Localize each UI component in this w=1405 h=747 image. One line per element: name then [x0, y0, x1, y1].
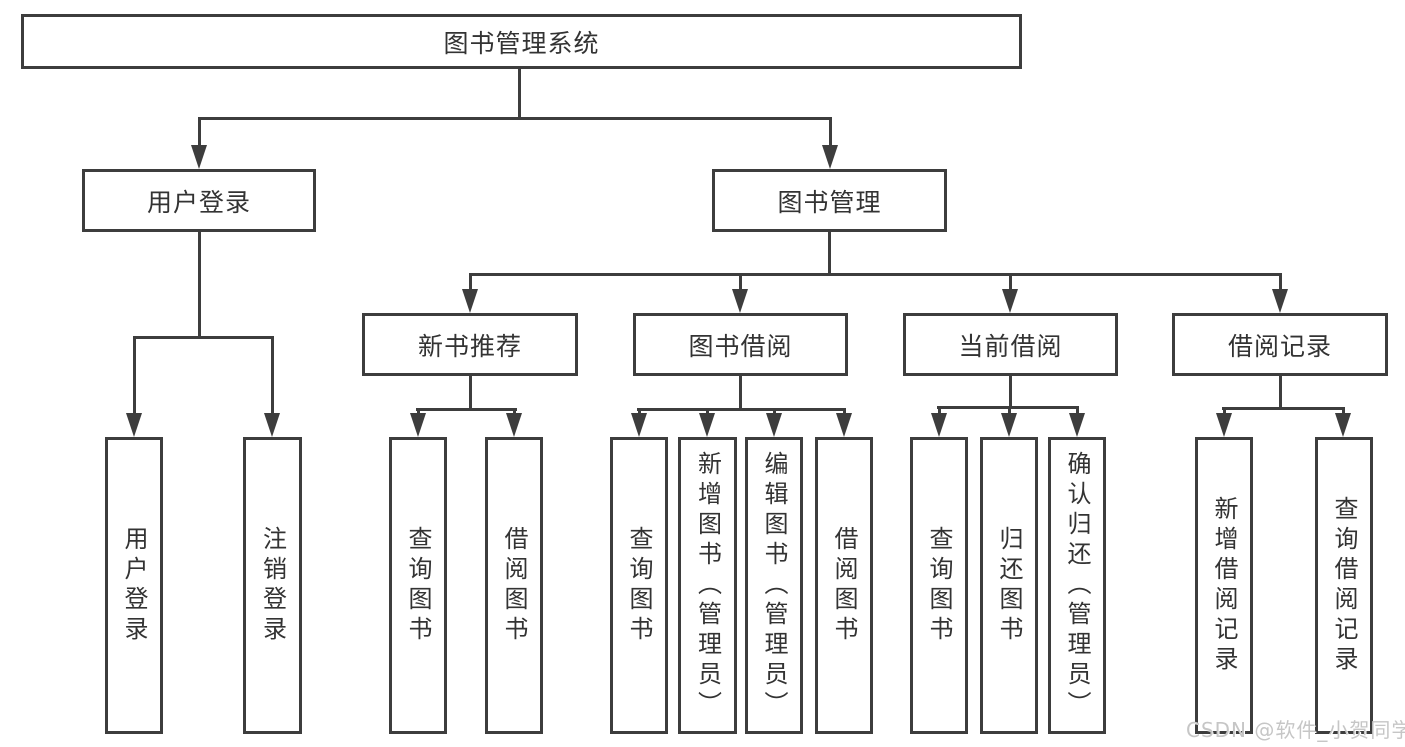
arrow-down-icon [631, 413, 647, 437]
node-book-borrowing: 图书借阅 [633, 313, 848, 376]
arrow-down-icon [126, 413, 142, 437]
connector-line [828, 232, 831, 273]
connector-line [518, 69, 521, 117]
leaf-label: 借阅图书 [830, 525, 858, 646]
connector-line [829, 117, 832, 145]
leaf-user-login: 用户登录 [105, 437, 163, 734]
leaf-query-borrow-record: 查询借阅记录 [1315, 437, 1373, 734]
connector-line [938, 406, 941, 413]
arrow-down-icon [836, 413, 852, 437]
connector-line [469, 273, 1282, 276]
node-borrowing-records: 借阅记录 [1172, 313, 1388, 376]
connector-line [198, 117, 201, 145]
connector-line [739, 273, 742, 289]
leaf-borrow-books-recommend: 借阅图书 [485, 437, 543, 734]
arrow-down-icon [1335, 413, 1351, 437]
arrow-down-icon [732, 289, 748, 313]
connector-line [773, 408, 776, 413]
leaf-query-books-recommend: 查询图书 [389, 437, 447, 734]
node-label: 用户登录 [146, 187, 251, 217]
connector-line [1222, 407, 1345, 410]
connector-line [133, 336, 274, 339]
leaf-add-borrow-record: 新增借阅记录 [1195, 437, 1253, 734]
node-new-book-recommend: 新书推荐 [362, 313, 578, 376]
arrow-down-icon [699, 413, 715, 437]
connector-line [706, 408, 709, 413]
leaf-label: 注销登录 [258, 525, 287, 646]
connector-line [1076, 406, 1079, 413]
connector-line [469, 376, 472, 408]
arrow-down-icon [506, 413, 522, 437]
arrow-down-icon [822, 145, 838, 169]
arrow-down-icon [1002, 289, 1018, 313]
leaf-query-books-current: 查询图书 [910, 437, 968, 734]
connector-line [1342, 407, 1345, 413]
leaf-label: 归还图书 [995, 525, 1023, 646]
node-label: 图书借阅 [688, 331, 793, 361]
csdn-watermark: CSDN @软件_小贺同学 [1186, 718, 1405, 742]
leaf-return-books: 归还图书 [980, 437, 1038, 734]
connector-line [271, 336, 274, 413]
arrow-down-icon [1272, 289, 1288, 313]
node-label: 图书管理 [777, 187, 882, 217]
connector-line [1009, 273, 1012, 289]
node-label: 图书管理系统 [443, 28, 600, 58]
connector-line [198, 117, 832, 120]
leaf-label: 查询借阅记录 [1330, 495, 1358, 676]
node-book-management-system: 图书管理系统 [21, 14, 1022, 69]
leaf-label: 借阅图书 [500, 525, 528, 646]
node-label: 新书推荐 [417, 331, 522, 361]
arrow-down-icon [1216, 413, 1232, 437]
leaf-logout: 注销登录 [243, 437, 302, 734]
arrow-down-icon [462, 289, 478, 313]
connector-line [739, 376, 742, 408]
leaf-label: 查询图书 [625, 525, 653, 646]
leaf-label: 编辑图书（管理员） [760, 450, 788, 721]
arrow-down-icon [191, 145, 207, 169]
leaf-label: 查询图书 [404, 525, 432, 646]
connector-line [1009, 376, 1012, 406]
connector-line [198, 232, 201, 336]
connector-line [843, 408, 846, 413]
leaf-confirm-return-admin: 确认归还（管理员） [1048, 437, 1106, 734]
node-label: 借阅记录 [1227, 331, 1332, 361]
leaf-query-books-borrowing: 查询图书 [610, 437, 668, 734]
leaf-borrow-books: 借阅图书 [815, 437, 873, 734]
leaf-label: 用户登录 [120, 525, 148, 646]
leaf-edit-books-admin: 编辑图书（管理员） [745, 437, 803, 734]
node-book-management: 图书管理 [712, 169, 947, 232]
leaf-label: 新增图书（管理员） [693, 450, 722, 721]
connector-line [133, 336, 136, 413]
leaf-add-books-admin: 新增图书（管理员） [678, 437, 737, 734]
arrow-down-icon [1069, 413, 1085, 437]
connector-line [416, 408, 517, 411]
connector-line [1008, 406, 1011, 413]
arrow-down-icon [410, 413, 426, 437]
leaf-label: 查询图书 [925, 525, 953, 646]
leaf-label: 新增借阅记录 [1210, 495, 1238, 676]
connector-line [513, 408, 516, 413]
node-user-login: 用户登录 [82, 169, 316, 232]
connector-line [1279, 273, 1282, 289]
node-label: 当前借阅 [958, 331, 1063, 361]
node-current-borrowing: 当前借阅 [903, 313, 1118, 376]
arrow-down-icon [264, 413, 280, 437]
connector-line [638, 408, 641, 413]
arrow-down-icon [766, 413, 782, 437]
connector-line [417, 408, 420, 413]
leaf-label: 确认归还（管理员） [1063, 450, 1091, 721]
connector-line [1279, 376, 1282, 407]
connector-line [637, 408, 846, 411]
arrow-down-icon [1001, 413, 1017, 437]
arrow-down-icon [931, 413, 947, 437]
connector-line [469, 273, 472, 289]
connector-line [1223, 407, 1226, 413]
